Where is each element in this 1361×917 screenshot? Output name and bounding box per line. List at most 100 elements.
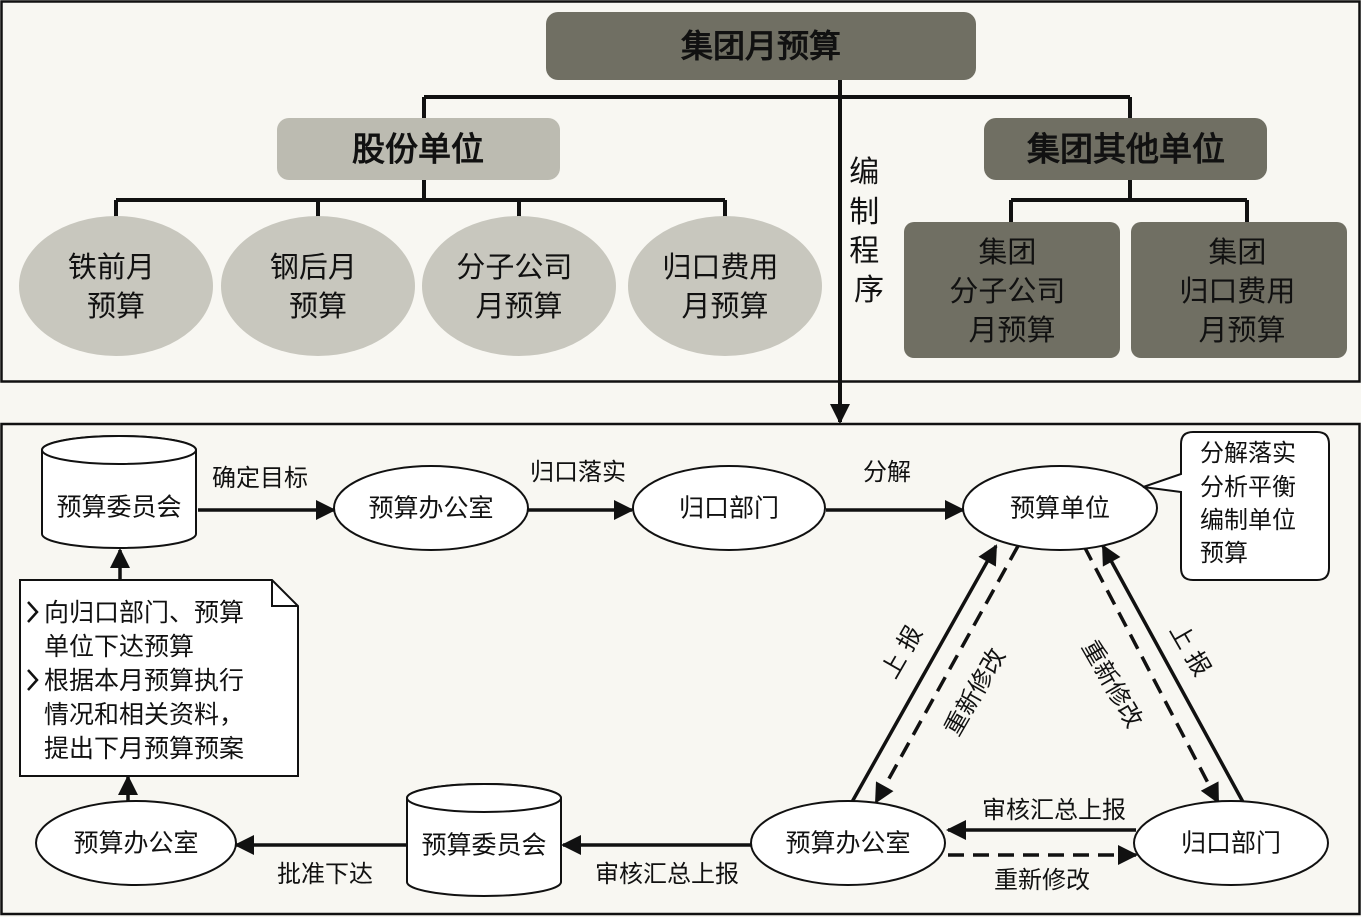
dept-top-label: 归口部门: [679, 494, 779, 523]
dept-bottom-node: 归口部门: [1133, 800, 1329, 886]
right-item-label: 集团 分子公司 月预算: [949, 235, 1074, 347]
unit-label: 预算单位: [1010, 494, 1110, 523]
left-item-3: 分子公司 月预算: [422, 216, 616, 356]
label-review-dept: 审核汇总上报: [982, 796, 1126, 824]
doc-note-line: 向归口部门、预算: [44, 598, 244, 627]
right-item-1: 集团 分子公司 月预算: [904, 222, 1120, 358]
left-item-line: 铁前月: [68, 250, 155, 284]
office-top-node: 预算办公室: [333, 465, 529, 551]
committee-bottom-label: 预算委员会: [421, 831, 546, 860]
branch-right-box: [984, 118, 1267, 180]
office-mid-shape: [750, 800, 946, 886]
flow-arrows: [110, 500, 1245, 865]
top-connectors: [114, 80, 1249, 424]
left-item-label: 归口费用 月预算: [662, 250, 787, 323]
unit-note-line: 编制单位: [1200, 506, 1296, 534]
committee-top-node: 预算委员会: [41, 435, 197, 549]
dept-top-node: 归口部门: [632, 465, 826, 551]
dept-top-shape: [632, 465, 826, 551]
left-item-label: 钢后月 预算: [270, 250, 366, 323]
right-item-label: 集团 归口费用 月预算: [1179, 235, 1304, 347]
office-top-label: 预算办公室: [368, 494, 493, 523]
office-left-label: 预算办公室: [73, 829, 198, 858]
doc-note-line: 单位下达预算: [44, 632, 194, 661]
committee-bottom-rim: [406, 783, 562, 813]
unit-node: 预算单位: [962, 465, 1158, 551]
process-label-char: 制: [849, 195, 879, 230]
right-item-2: 集团 归口费用 月预算: [1131, 222, 1347, 358]
left-item-label: 铁前月 预算: [68, 250, 164, 323]
label-review-office: 审核汇总上报: [595, 860, 739, 888]
left-item-shape: [628, 216, 822, 356]
committee-top-label: 预算委员会: [56, 493, 181, 522]
process-label-char: 序: [854, 273, 884, 308]
unit-note-line: 分解落实: [1200, 439, 1296, 467]
right-item-box: [904, 222, 1120, 358]
chevron-bullet-icon: [27, 669, 39, 691]
dept-bottom-shape: [1133, 800, 1329, 886]
doc-note-shape: [19, 579, 299, 777]
process-label: 编 制 程 序: [849, 155, 889, 308]
office-top-shape: [333, 465, 529, 551]
arrow-unit-revise-to-dept: [1082, 545, 1220, 804]
branch-left-box: [277, 118, 560, 180]
left-item-line: 预算: [87, 289, 145, 323]
right-item-line: 集团: [978, 235, 1036, 269]
doc-note-line: 情况和相关资料，: [44, 700, 244, 729]
left-item-2: 钢后月 预算: [221, 216, 415, 356]
office-mid-label: 预算办公室: [785, 829, 910, 858]
label-decompose: 分解: [863, 458, 911, 486]
left-item-line: 月预算: [475, 289, 562, 323]
office-mid-node: 预算办公室: [750, 800, 946, 886]
left-item-shape: [221, 216, 415, 356]
right-item-line: 集团: [1208, 235, 1266, 269]
unit-note-line: 预算: [1200, 539, 1248, 567]
doc-note-line: 提出下月预算预案: [44, 734, 244, 763]
right-item-line: 归口费用: [1179, 274, 1295, 308]
root-box: [546, 12, 976, 80]
left-item-4: 归口费用 月预算: [628, 216, 822, 356]
unit-note-bubble: [1142, 431, 1330, 581]
branch-right-node: 集团其他单位: [984, 118, 1267, 180]
top-panel-frame: [0, 0, 1361, 383]
committee-top-rim: [41, 435, 197, 465]
left-item-line: 月预算: [681, 289, 768, 323]
chevron-bullet-icon: [27, 601, 39, 623]
unit-shape: [962, 465, 1158, 551]
branch-left-label: 股份单位: [352, 130, 484, 169]
root-node: 集团月预算: [546, 12, 976, 80]
bottom-panel-frame: [0, 422, 1361, 916]
unit-note-text: 分解落实 分析平衡 编制单位 预算: [1200, 439, 1304, 567]
arrow-dept-report-to-unit: [1101, 544, 1245, 803]
right-item-line: 月预算: [968, 313, 1055, 347]
root-label: 集团月预算: [680, 27, 841, 65]
office-left-shape: [35, 800, 237, 886]
label-revise-bottom: 重新修改: [994, 866, 1090, 894]
left-item-label: 分子公司 月预算: [456, 250, 581, 323]
arrow-office-report-to-unit: [850, 544, 998, 803]
left-item-shape: [422, 216, 616, 356]
right-item-box: [1131, 222, 1347, 358]
doc-note-line: 根据本月预算执行: [44, 666, 244, 695]
process-label-char: 编: [849, 155, 879, 190]
label-set-target: 确定目标: [212, 464, 308, 492]
right-item-line: 分子公司: [949, 274, 1065, 308]
committee-bottom-node: 预算委员会: [406, 783, 562, 897]
doc-note: 向归口部门、预算 单位下达预算 根据本月预算执行 情况和相关资料， 提出下月预算…: [19, 579, 299, 777]
left-item-line: 钢后月: [270, 250, 357, 284]
right-item-line: 月预算: [1198, 313, 1285, 347]
left-item-line: 预算: [289, 289, 347, 323]
left-item-line: 归口费用: [662, 250, 778, 284]
label-approve: 批准下达: [277, 860, 373, 888]
left-item-shape: [19, 216, 213, 356]
unit-note-line: 分析平衡: [1200, 473, 1296, 501]
branch-right-label: 集团其他单位: [1026, 130, 1225, 169]
doc-note-text: 向归口部门、预算 单位下达预算 根据本月预算执行 情况和相关资料， 提出下月预算…: [44, 598, 252, 763]
left-item-line: 分子公司: [456, 250, 572, 284]
dept-bottom-label: 归口部门: [1181, 829, 1281, 858]
left-item-1: 铁前月 预算: [19, 216, 213, 356]
process-label-char: 程: [849, 234, 879, 269]
label-assign: 归口落实: [530, 458, 626, 486]
unit-note-callout: 分解落实 分析平衡 编制单位 预算: [1142, 431, 1330, 581]
